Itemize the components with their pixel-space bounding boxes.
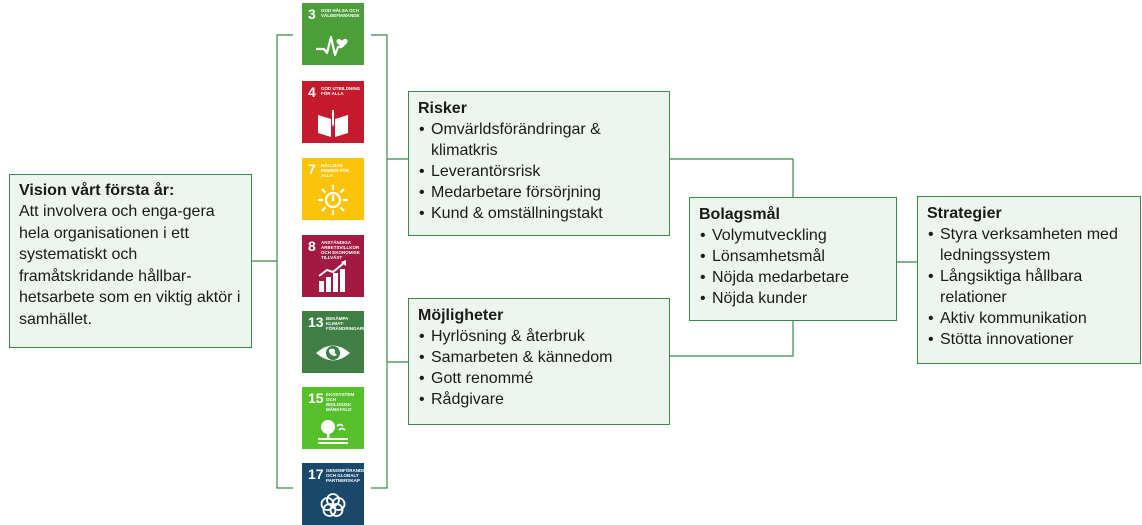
list-item: Lönsamhetsmål bbox=[699, 246, 887, 267]
list-item: Kund & omställningstakt bbox=[418, 203, 660, 224]
risker-title: Risker bbox=[418, 100, 467, 117]
vision-box: Vision vårt första år: Att involvera och… bbox=[9, 174, 252, 348]
sdg-label: ANSTÄNDIGA ARBETSVILLKOR OCH EKONOMISK T… bbox=[321, 240, 361, 260]
sdg-number: 3 bbox=[308, 6, 316, 22]
sdg-label: GENOMFÖRANDE OCH GLOBALT PARTNERSKAP bbox=[326, 468, 364, 483]
partnership-flower-icon bbox=[320, 493, 346, 517]
list-item: Gott renommé bbox=[418, 368, 660, 389]
sdg-number: 4 bbox=[308, 84, 316, 100]
mojligheter-list: Hyrlösning & återbruk Samarbeten & känne… bbox=[418, 326, 660, 410]
sun-power-icon bbox=[318, 185, 348, 215]
list-item: Stötta innovationer bbox=[927, 329, 1131, 350]
sdg-label: BEKÄMPA KLIMAT-FÖRÄNDRINGARNA bbox=[326, 316, 364, 331]
sdg-number: 13 bbox=[308, 314, 324, 330]
sdg-number: 17 bbox=[308, 466, 324, 482]
strategier-list: Styra verksamheten med ledningssystem Lå… bbox=[927, 224, 1131, 350]
sdg-3-tile: 3 GOD HÄLSA OCH VÄLBEFINNANDE bbox=[302, 3, 364, 65]
list-item: Hyrlösning & återbruk bbox=[418, 326, 660, 347]
list-item: Medarbetare försörjning bbox=[418, 182, 660, 203]
list-item: Långsiktiga hållbara relationer bbox=[927, 266, 1131, 308]
sdg-label: EKOSYSTEM OCH BIOLOGISK MÅNGFALD bbox=[326, 392, 355, 412]
sdg-number: 8 bbox=[308, 238, 316, 254]
list-item: Aktiv kommunikation bbox=[927, 308, 1131, 329]
sdg-label: GOD HÄLSA OCH VÄLBEFINNANDE bbox=[321, 8, 360, 18]
sdg-number: 15 bbox=[308, 390, 324, 406]
vision-text: Att involvera och enga-gera hela organis… bbox=[19, 203, 241, 328]
vision-title: Vision vårt första år: bbox=[19, 182, 175, 199]
strategier-title: Strategier bbox=[927, 205, 1002, 222]
mojligheter-bolagsmal-connector bbox=[670, 321, 794, 357]
sdg-8-tile: 8 ANSTÄNDIGA ARBETSVILLKOR OCH EKONOMISK… bbox=[302, 235, 364, 297]
bolagsmal-title: Bolagsmål bbox=[699, 206, 780, 223]
sdg-4-tile: 4 GOD UTBILDNING FÖR ALLA bbox=[302, 81, 364, 143]
list-item: Rådgivare bbox=[418, 389, 660, 410]
open-book-icon bbox=[318, 110, 348, 137]
sdg-number: 7 bbox=[308, 161, 316, 177]
mojligheter-title: Möjligheter bbox=[418, 307, 504, 324]
risker-list: Omvärldsförändringar & klimatkris Levera… bbox=[418, 119, 660, 224]
bolagsmal-box: Bolagsmål Volymutveckling Lönsamhetsmål … bbox=[689, 197, 897, 321]
sdg-label: HÅLLBAR ENERGI FÖR ALLA bbox=[321, 163, 350, 178]
mojligheter-box: Möjligheter Hyrlösning & återbruk Samarb… bbox=[408, 298, 670, 425]
list-item: Volymutveckling bbox=[699, 225, 887, 246]
list-item: Styra verksamheten med ledningssystem bbox=[927, 224, 1131, 266]
list-item: Nöjda kunder bbox=[699, 288, 887, 309]
tree-icon bbox=[318, 420, 348, 444]
sdg-13-tile: 13 BEKÄMPA KLIMAT-FÖRÄNDRINGARNA bbox=[302, 311, 364, 373]
growth-chart-icon bbox=[318, 260, 346, 292]
list-item: Nöjda medarbetare bbox=[699, 267, 887, 288]
risker-box: Risker Omvärldsförändringar & klimatkris… bbox=[408, 91, 670, 236]
heartbeat-icon bbox=[316, 35, 348, 57]
sdg-17-tile: 17 GENOMFÖRANDE OCH GLOBALT PARTNERSKAP bbox=[302, 463, 364, 525]
eye-globe-icon bbox=[316, 345, 350, 361]
left-bracket bbox=[276, 34, 293, 489]
list-item: Samarbeten & kännedom bbox=[418, 347, 660, 368]
sdg-15-tile: 15 EKOSYSTEM OCH BIOLOGISK MÅNGFALD bbox=[302, 387, 364, 449]
risker-bolagsmal-connector bbox=[670, 158, 794, 197]
right-bracket bbox=[371, 34, 388, 489]
bolagsmal-list: Volymutveckling Lönsamhetsmål Nöjda meda… bbox=[699, 225, 887, 309]
sdg-7-tile: 7 HÅLLBAR ENERGI FÖR ALLA bbox=[302, 158, 364, 220]
strategier-box: Strategier Styra verksamheten med lednin… bbox=[917, 196, 1141, 364]
list-item: Leverantörsrisk bbox=[418, 161, 660, 182]
list-item: Omvärldsförändringar & klimatkris bbox=[418, 119, 660, 161]
sdg-label: GOD UTBILDNING FÖR ALLA bbox=[321, 86, 361, 96]
